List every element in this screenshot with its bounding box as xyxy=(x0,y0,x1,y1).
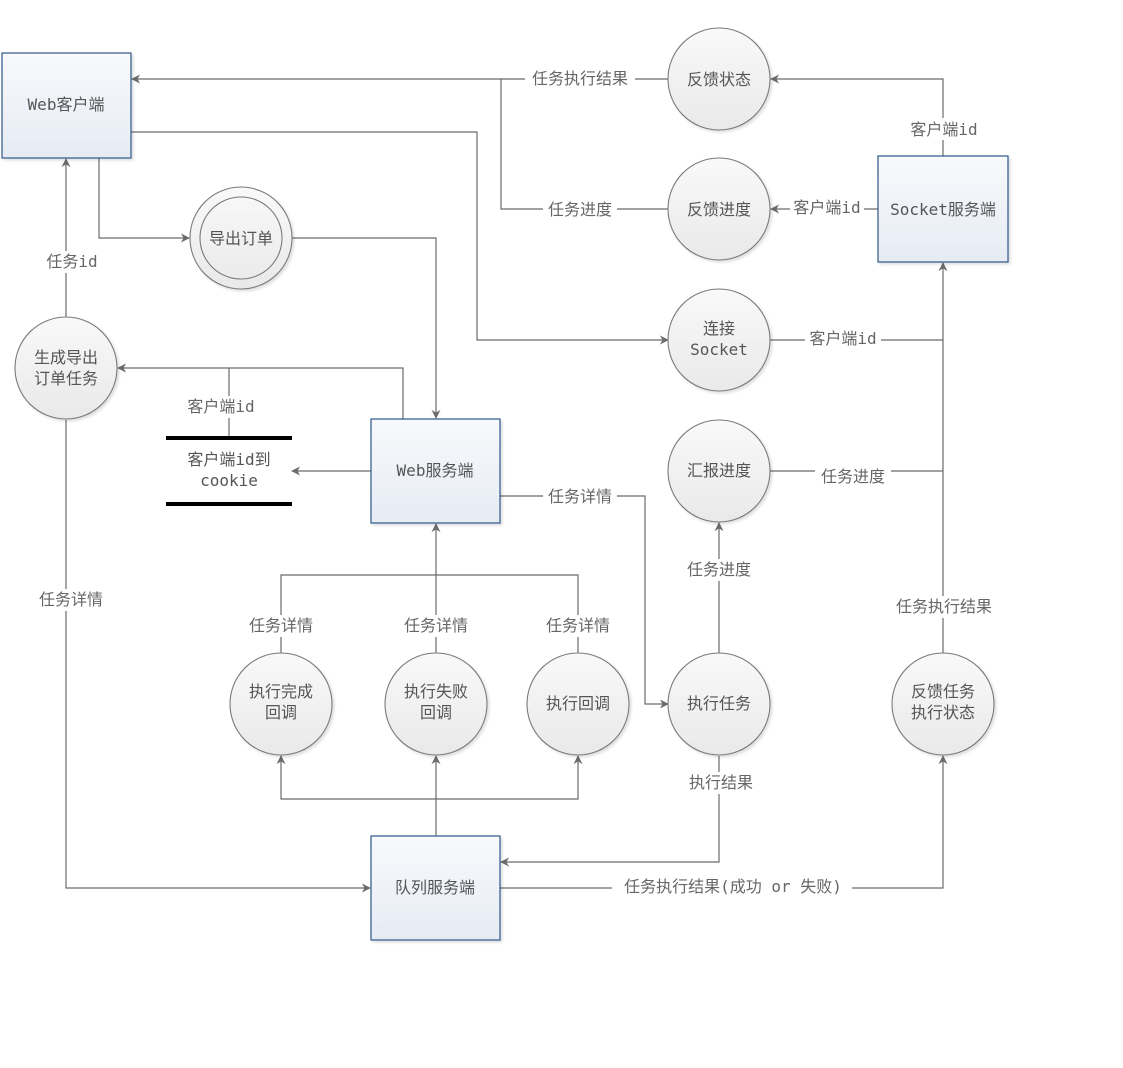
label-socket-to-feedback-progress: 客户端id xyxy=(793,198,860,217)
edge-exec-task-to-queue xyxy=(500,756,720,867)
label-server-to-exec: 任务详情 xyxy=(548,487,612,506)
process-connect-socket-label-2: Socket xyxy=(690,340,748,359)
process-feedback-exec-status-label-2: 执行状态 xyxy=(911,703,975,722)
process-connect-socket[interactable]: 连接 Socket xyxy=(667,288,771,392)
process-connect-socket-label-1: 连接 xyxy=(703,319,735,338)
store-label-line-2: cookie xyxy=(200,471,258,490)
label-complete-to-server: 任务详情 xyxy=(249,616,313,635)
process-feedback-status[interactable]: 反馈状态 xyxy=(667,27,771,131)
label-queue-result: 任务执行结果(成功 or 失败) xyxy=(624,877,842,896)
process-gen-export-task[interactable]: 生成导出 订单任务 xyxy=(14,316,118,420)
entity-web-server-label: Web服务端 xyxy=(397,461,474,480)
entity-web-client[interactable]: Web客户端 xyxy=(1,52,132,159)
edge-queue-to-complete-callback xyxy=(276,755,436,800)
process-exec-callback[interactable]: 执行回调 xyxy=(526,652,630,756)
entity-web-server[interactable]: Web服务端 xyxy=(370,418,501,524)
edge-web-client-to-connect-socket xyxy=(131,131,669,345)
edge-export-order-to-web-server xyxy=(292,237,441,419)
label-connect-to-socket: 客户端id xyxy=(809,329,876,348)
process-feedback-exec-status-label-1: 反馈任务 xyxy=(911,682,975,701)
label-result-to-client: 任务执行结果 xyxy=(532,69,628,88)
edge-gen-task-to-queue xyxy=(65,420,371,893)
label-exec-cb-to-server: 任务详情 xyxy=(546,616,610,635)
label-report-to-socket: 任务进度 xyxy=(821,467,885,486)
label-gen-task-to-queue: 任务详情 xyxy=(39,590,103,609)
edge-web-client-to-export-order xyxy=(98,158,190,243)
process-report-progress-label: 汇报进度 xyxy=(687,461,751,480)
label-exec-result: 执行结果 xyxy=(689,773,753,792)
process-feedback-status-label: 反馈状态 xyxy=(687,70,751,89)
process-gen-export-task-label-2: 订单任务 xyxy=(34,369,98,388)
edge-socket-to-feedback-status xyxy=(770,74,944,156)
label-store-client-id: 客户端id xyxy=(187,397,254,416)
data-store-cookie: 客户端id到 cookie xyxy=(166,436,292,506)
label-progress-to-client: 任务进度 xyxy=(548,200,612,219)
entity-queue-server-label: 队列服务端 xyxy=(395,878,475,897)
label-exec-to-report: 任务进度 xyxy=(687,560,751,579)
entity-socket-server[interactable]: Socket服务端 xyxy=(877,155,1009,263)
process-complete-callback-label-2: 回调 xyxy=(265,703,297,722)
edge-callbacks-to-web-server xyxy=(280,574,579,653)
edge-queue-to-exec-callback xyxy=(436,755,583,800)
process-feedback-progress-label: 反馈进度 xyxy=(687,200,751,219)
process-feedback-exec-status[interactable]: 反馈任务 执行状态 xyxy=(891,652,995,756)
process-exec-callback-label: 执行回调 xyxy=(546,694,610,713)
store-label-line-1: 客户端id到 xyxy=(187,450,270,469)
entity-socket-server-label: Socket服务端 xyxy=(890,200,996,219)
process-exec-task[interactable]: 执行任务 xyxy=(667,652,771,756)
label-exec-status-to-socket: 任务执行结果 xyxy=(896,597,992,616)
process-export-order-label: 导出订单 xyxy=(209,229,273,248)
process-export-order[interactable]: 导出订单 xyxy=(189,186,293,290)
flow-labels: 任务执行结果 任务进度 客户端id 客户端id 客户端id 任务进度 任务id … xyxy=(34,68,1000,898)
label-fail-to-server: 任务详情 xyxy=(404,616,468,635)
process-fail-callback-label-1: 执行失败 xyxy=(404,682,468,701)
edge-feedback-progress-to-web-client xyxy=(500,79,668,210)
entity-web-client-label: Web客户端 xyxy=(28,95,105,114)
process-gen-export-task-label-1: 生成导出 xyxy=(34,348,98,367)
label-gen-task-to-client: 任务id xyxy=(46,252,97,271)
label-socket-to-feedback-status: 客户端id xyxy=(910,120,977,139)
process-report-progress[interactable]: 汇报进度 xyxy=(667,419,771,523)
process-complete-callback[interactable]: 执行完成 回调 xyxy=(229,652,333,756)
edge-web-server-to-gen-task xyxy=(117,363,404,419)
entity-queue-server[interactable]: 队列服务端 xyxy=(370,835,501,941)
process-fail-callback[interactable]: 执行失败 回调 xyxy=(384,652,488,756)
process-feedback-progress[interactable]: 反馈进度 xyxy=(667,157,771,261)
process-fail-callback-label-2: 回调 xyxy=(420,703,452,722)
edges xyxy=(61,74,948,893)
process-exec-task-label: 执行任务 xyxy=(687,694,751,713)
process-complete-callback-label-1: 执行完成 xyxy=(249,682,313,701)
